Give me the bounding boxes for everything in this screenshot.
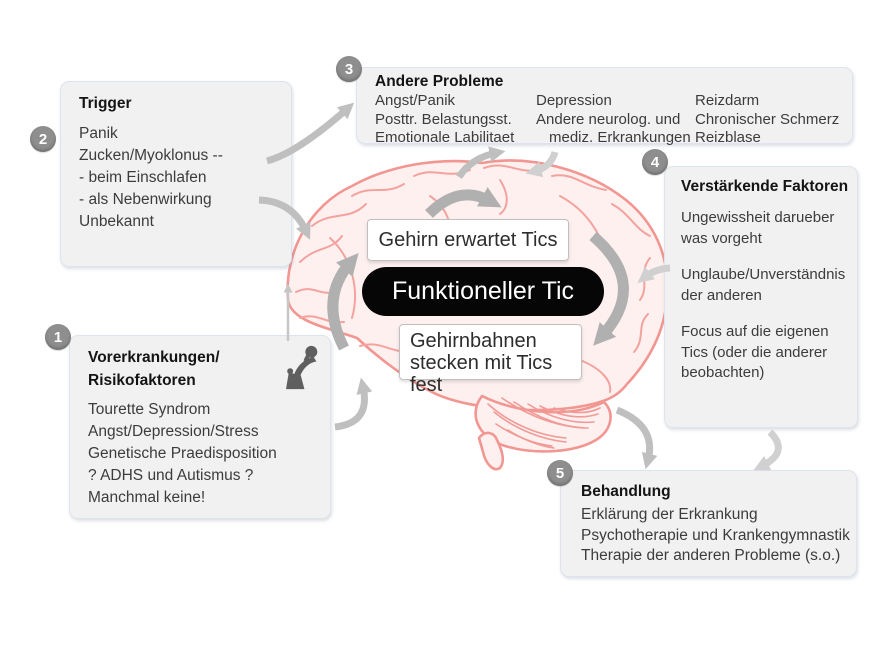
- risk-line: Tourette Syndrom: [88, 401, 211, 418]
- panel-trigger: Trigger Panik Zucken/Myoklonus -- - beim…: [60, 81, 292, 267]
- problems-column-1: Angst/Panik Posttr. Belastungsst. Emotio…: [375, 92, 536, 148]
- treatment-line: Erklärung der Erkrankung: [581, 506, 758, 523]
- problems-item: Angst/Panik: [375, 92, 456, 109]
- problems-item: Reizdarm: [695, 92, 760, 109]
- trigger-line: Zucken/Myoklonus --: [79, 147, 223, 164]
- label-brain-pathways-stuck: Gehirnbahnen stecken mit Tics fest: [399, 324, 582, 396]
- problems-item: mediz. Erkrankungen: [549, 129, 691, 146]
- trigger-line: Unbekannt: [79, 213, 154, 230]
- panel-treatment-title: Behandlung: [581, 483, 671, 500]
- risk-line: ? ADHS und Autismus ?: [88, 467, 254, 484]
- label-brain-pathways-stuck-line2: stecken mit Tics fest: [410, 352, 553, 396]
- label-brain-expects-tics: Gehirn erwartet Tics: [367, 219, 569, 261]
- problems-item: Chronischer Schmerz: [695, 110, 840, 128]
- treatment-line: Psychotherapie und Krankengymnastik: [581, 526, 850, 544]
- trigger-line: - beim Einschlafen: [79, 169, 207, 186]
- problems-item: Andere neurolog. und: [536, 110, 681, 128]
- step-badge-4: 4: [642, 149, 668, 175]
- panel-trigger-title: Trigger: [79, 95, 132, 112]
- reinforce-paragraph: Ungewissheit darueber was vorgeht: [681, 209, 835, 247]
- reinforce-paragraph: Unglaube/Unverständnis der anderen: [681, 266, 846, 304]
- brain-stem: [477, 431, 505, 471]
- problems-item: Posttr. Belastungsst.: [375, 110, 512, 128]
- treatment-line: Therapie der anderen Probleme (s.o.): [581, 547, 841, 564]
- cerebellum-stripes: [487, 397, 601, 449]
- panel-reinforcing-factors: Verstärkende Faktoren Ungewissheit darue…: [664, 166, 858, 428]
- problems-item: Depression: [536, 92, 612, 109]
- panel-treatment: Behandlung Erklärung der Erkrankung Psyc…: [560, 470, 857, 577]
- panel-reinforcing-factors-title: Verstärkende Faktoren: [681, 178, 849, 195]
- stressed-person-icon: [286, 345, 318, 390]
- step-badge-3: 3: [336, 56, 362, 82]
- risk-line: Angst/Depression/Stress: [88, 423, 259, 440]
- reinforce-paragraph: Focus auf die eigenen Tics (oder die and…: [681, 323, 829, 381]
- trigger-line: - als Nebenwirkung: [79, 191, 212, 208]
- step-badge-1: 1: [45, 324, 71, 350]
- panel-risk-factors-title-line2: Risikofaktoren: [88, 372, 196, 389]
- panel-other-problems-title: Andere Probleme: [375, 73, 504, 90]
- panel-risk-factors-title-line1: Vorerkrankungen/: [88, 349, 220, 366]
- step-badge-5: 5: [547, 460, 573, 486]
- label-brain-pathways-stuck-line1: Gehirnbahnen: [410, 330, 537, 352]
- panel-risk-factors: Vorerkrankungen/ Risikofaktoren Tourette…: [69, 335, 331, 519]
- problems-item: Reizblase: [695, 129, 761, 146]
- problems-column-3: Reizdarm Chronischer Schmerz Reizblase: [695, 92, 839, 148]
- risk-line: Manchmal keine!: [88, 489, 206, 506]
- problems-column-2: Depression Andere neurolog. und mediz. E…: [536, 92, 695, 148]
- panel-other-problems: Andere Probleme Angst/Panik Posttr. Bela…: [356, 67, 853, 146]
- risk-line: Genetische Praedisposition: [88, 445, 277, 462]
- trigger-line: Panik: [79, 125, 118, 142]
- step-badge-2: 2: [30, 126, 56, 152]
- label-functional-tic: Funktioneller Tic: [362, 267, 604, 316]
- problems-item: Emotionale Labilitaet: [375, 129, 515, 146]
